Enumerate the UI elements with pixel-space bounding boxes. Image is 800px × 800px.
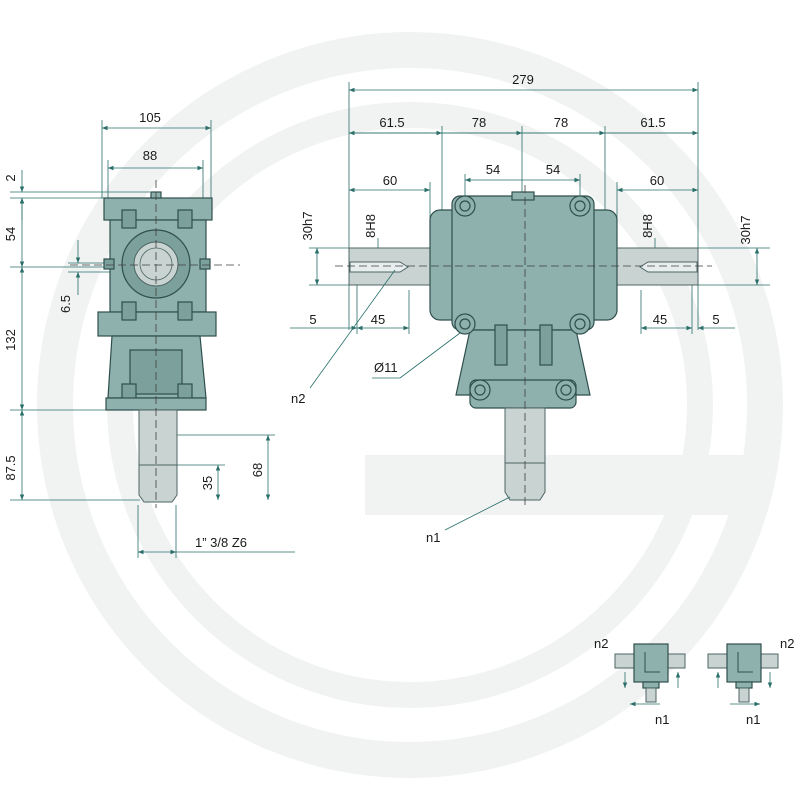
dim-bore-left: 8H8 [363, 214, 378, 238]
top-plug [511, 191, 535, 201]
rotation-diagram-1: n2 n1 [594, 636, 686, 727]
label-n2: n2 [291, 391, 305, 406]
bolt-heads [454, 195, 591, 401]
dim-upper-height: 54 [3, 227, 18, 241]
rot2-n2: n2 [780, 636, 794, 651]
gear-housing [451, 195, 595, 331]
dim-left-inner: 78 [472, 115, 486, 130]
dim-right-outer: 61.5 [640, 115, 665, 130]
dim-left-offset: 5 [309, 312, 316, 327]
rot1-n2: n2 [594, 636, 608, 651]
dim-right-key: 45 [653, 312, 667, 327]
dim-shaft-length: 87.5 [3, 455, 18, 480]
dim-shaft-right-len: 60 [650, 173, 664, 188]
dim-shaft-right-dia: 30h7 [738, 216, 753, 245]
dim-spline-spec: 1” 3/8 Z6 [195, 535, 247, 550]
dim-bolt-left: 54 [486, 162, 500, 177]
rot1-n1: n1 [655, 712, 669, 727]
left-keyway [349, 261, 409, 273]
dim-keyway: 6.5 [58, 295, 73, 313]
dim-right-offset: 5 [712, 312, 719, 327]
spline-end-front [504, 462, 546, 501]
front-view: 279 61.5 78 78 61.5 54 54 60 60 30h7 30h… [290, 72, 770, 545]
watermark-logo [37, 32, 783, 778]
dim-width-total: 105 [139, 110, 161, 125]
label-n1: n1 [426, 530, 440, 545]
rot2-n1: n1 [746, 712, 760, 727]
dim-overall: 279 [512, 72, 534, 87]
dim-top-gap: 2 [3, 174, 18, 181]
top-flange [103, 197, 213, 221]
rotation-diagram-2: n2 n1 [707, 636, 794, 727]
dim-spline-height: 68 [250, 463, 265, 477]
dim-left-outer: 61.5 [379, 115, 404, 130]
dim-bolt-right: 54 [546, 162, 560, 177]
mid-flange [97, 311, 217, 337]
right-keyway [639, 261, 698, 273]
dim-width-inner: 88 [143, 148, 157, 163]
dim-spline-part: 35 [200, 476, 215, 490]
side-view: 105 88 2 54 132 87.5 6.5 68 35 1” 3/8 Z6 [3, 110, 295, 558]
dim-lower-height: 132 [3, 329, 18, 351]
output-shaft [138, 409, 178, 466]
dim-hole: Ø11 [374, 360, 398, 375]
dim-left-key: 45 [371, 312, 385, 327]
dim-bore-right: 8H8 [640, 214, 655, 238]
dim-right-inner: 78 [554, 115, 568, 130]
dim-shaft-left-dia: 30h7 [300, 212, 315, 241]
spline-end [138, 464, 178, 503]
dim-shaft-left-len: 60 [383, 173, 397, 188]
